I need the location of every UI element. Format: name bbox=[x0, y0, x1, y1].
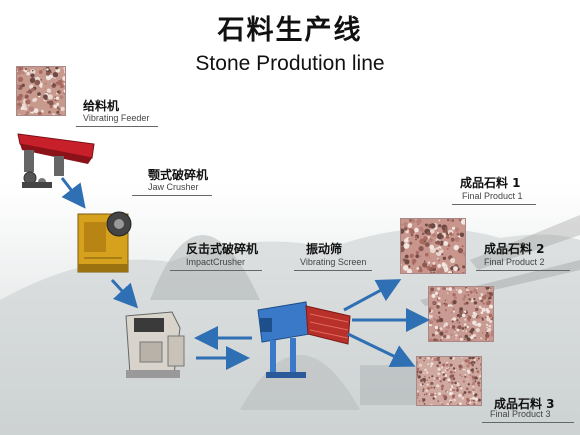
jaw-label-en: Jaw Crusher bbox=[148, 182, 199, 192]
product-3-label-underline bbox=[482, 422, 574, 423]
product-2-label-en: Final Product 2 bbox=[484, 257, 545, 267]
screen-label-en: Vibrating Screen bbox=[300, 257, 367, 267]
final-product-1-image bbox=[400, 218, 466, 274]
vibrating-screen-machine bbox=[257, 301, 351, 378]
screen-label-cn: 振动筛 bbox=[306, 242, 343, 256]
product-2-label-underline bbox=[476, 270, 570, 271]
product-3-label-cn: 成品石料 3 bbox=[494, 397, 555, 411]
arrow-feeder-to-jaw bbox=[60, 177, 86, 209]
product-1-label-underline bbox=[452, 204, 536, 205]
vibrating-feeder-machine bbox=[17, 133, 95, 188]
title-chinese: 石料生产线 bbox=[217, 15, 363, 46]
product-2-label-cn: 成品石料 2 bbox=[484, 242, 545, 256]
product-1-label-en: Final Product 1 bbox=[462, 191, 523, 201]
jaw-label-cn: 颚式破碎机 bbox=[148, 168, 209, 182]
jaw-label-underline bbox=[132, 195, 212, 196]
feeder-label-underline bbox=[76, 126, 158, 127]
final-product-2-image bbox=[428, 286, 494, 342]
arrow-to-product-1 bbox=[343, 279, 402, 312]
jaw-crusher-machine bbox=[77, 211, 132, 273]
product-1-label-cn: 成品石料 1 bbox=[460, 176, 521, 190]
impact-label-underline bbox=[170, 270, 262, 271]
arrow-jaw-to-impact bbox=[110, 278, 139, 309]
arrow-to-product-3 bbox=[347, 332, 416, 367]
feeder-label-en: Vibrating Feeder bbox=[83, 113, 150, 123]
product-3-label-en: Final Product 3 bbox=[490, 409, 551, 419]
title-english: Stone Prodution line bbox=[195, 52, 385, 75]
impact-label-en: ImpactCrusher bbox=[186, 257, 246, 267]
feeder-label-cn: 给料机 bbox=[83, 99, 120, 113]
final-product-3-image bbox=[416, 356, 482, 406]
screen-label-underline bbox=[294, 270, 372, 271]
impact-label-cn: 反击式破碎机 bbox=[186, 242, 259, 256]
impact-crusher-machine bbox=[125, 311, 185, 378]
raw-stone-image bbox=[16, 66, 66, 116]
